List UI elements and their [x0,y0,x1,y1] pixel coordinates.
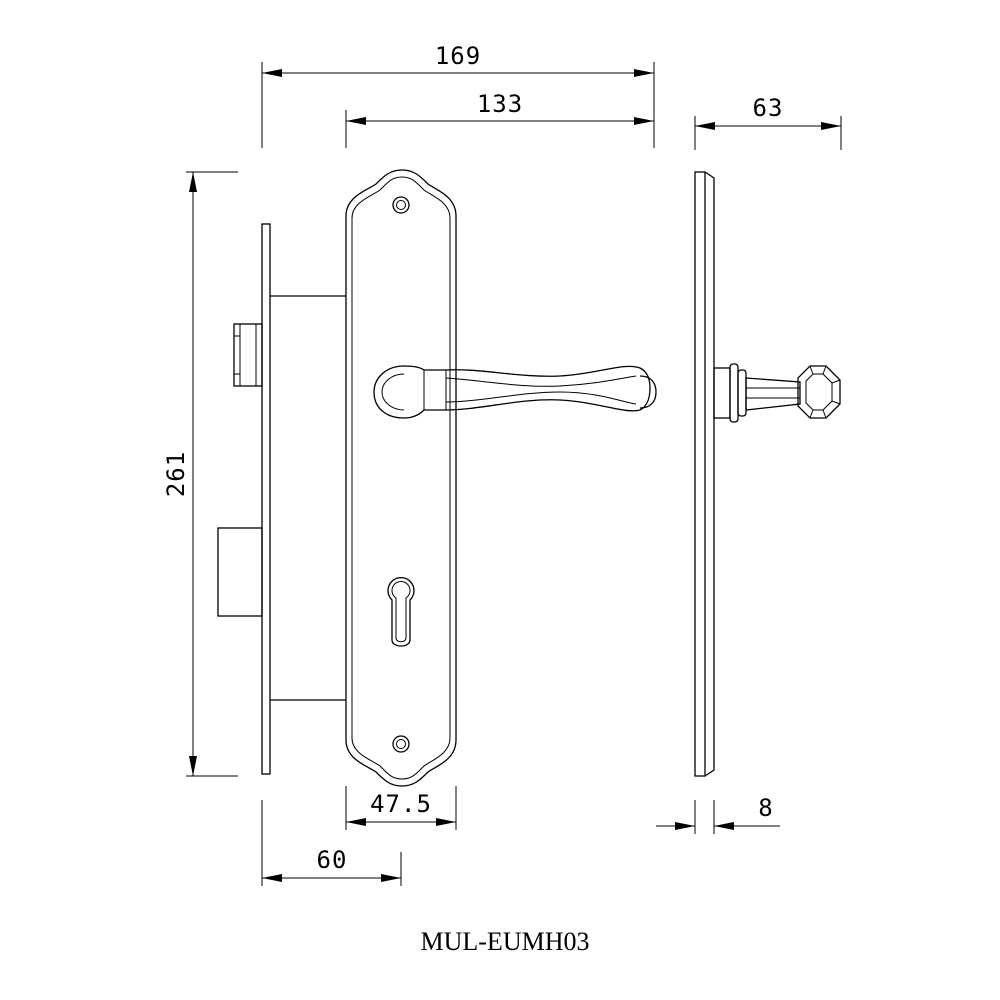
dim-label-47-5: 47.5 [370,790,432,818]
dimension-overall-width: 169 [261,42,655,148]
lever-handle-front [373,365,657,419]
dim-label-261: 261 [162,451,190,497]
dim-label-63: 63 [753,94,784,122]
model-caption: MUL-EUMH03 [421,927,590,956]
dim-label-169: 169 [435,42,481,70]
side-view [694,171,841,777]
latch-bolt [233,323,263,387]
bottom-screw-hole [392,735,410,753]
mortise-lock-body [217,223,346,775]
dimension-plate-offset: 133 [345,90,654,148]
dimension-plate-height: 261 [162,171,238,777]
dim-label-60: 60 [317,846,348,874]
dimension-backset: 60 [261,800,402,886]
top-screw-hole [392,196,410,214]
dim-label-8: 8 [758,794,773,822]
dimension-side-depth: 63 [694,94,842,150]
dead-bolt [217,527,263,617]
backplate-front-view [345,169,457,787]
dimension-plate-width: 47.5 [345,786,457,830]
dimension-plate-thickness: 8 [656,794,780,834]
keyhole [387,577,415,647]
dim-label-133: 133 [477,90,523,118]
